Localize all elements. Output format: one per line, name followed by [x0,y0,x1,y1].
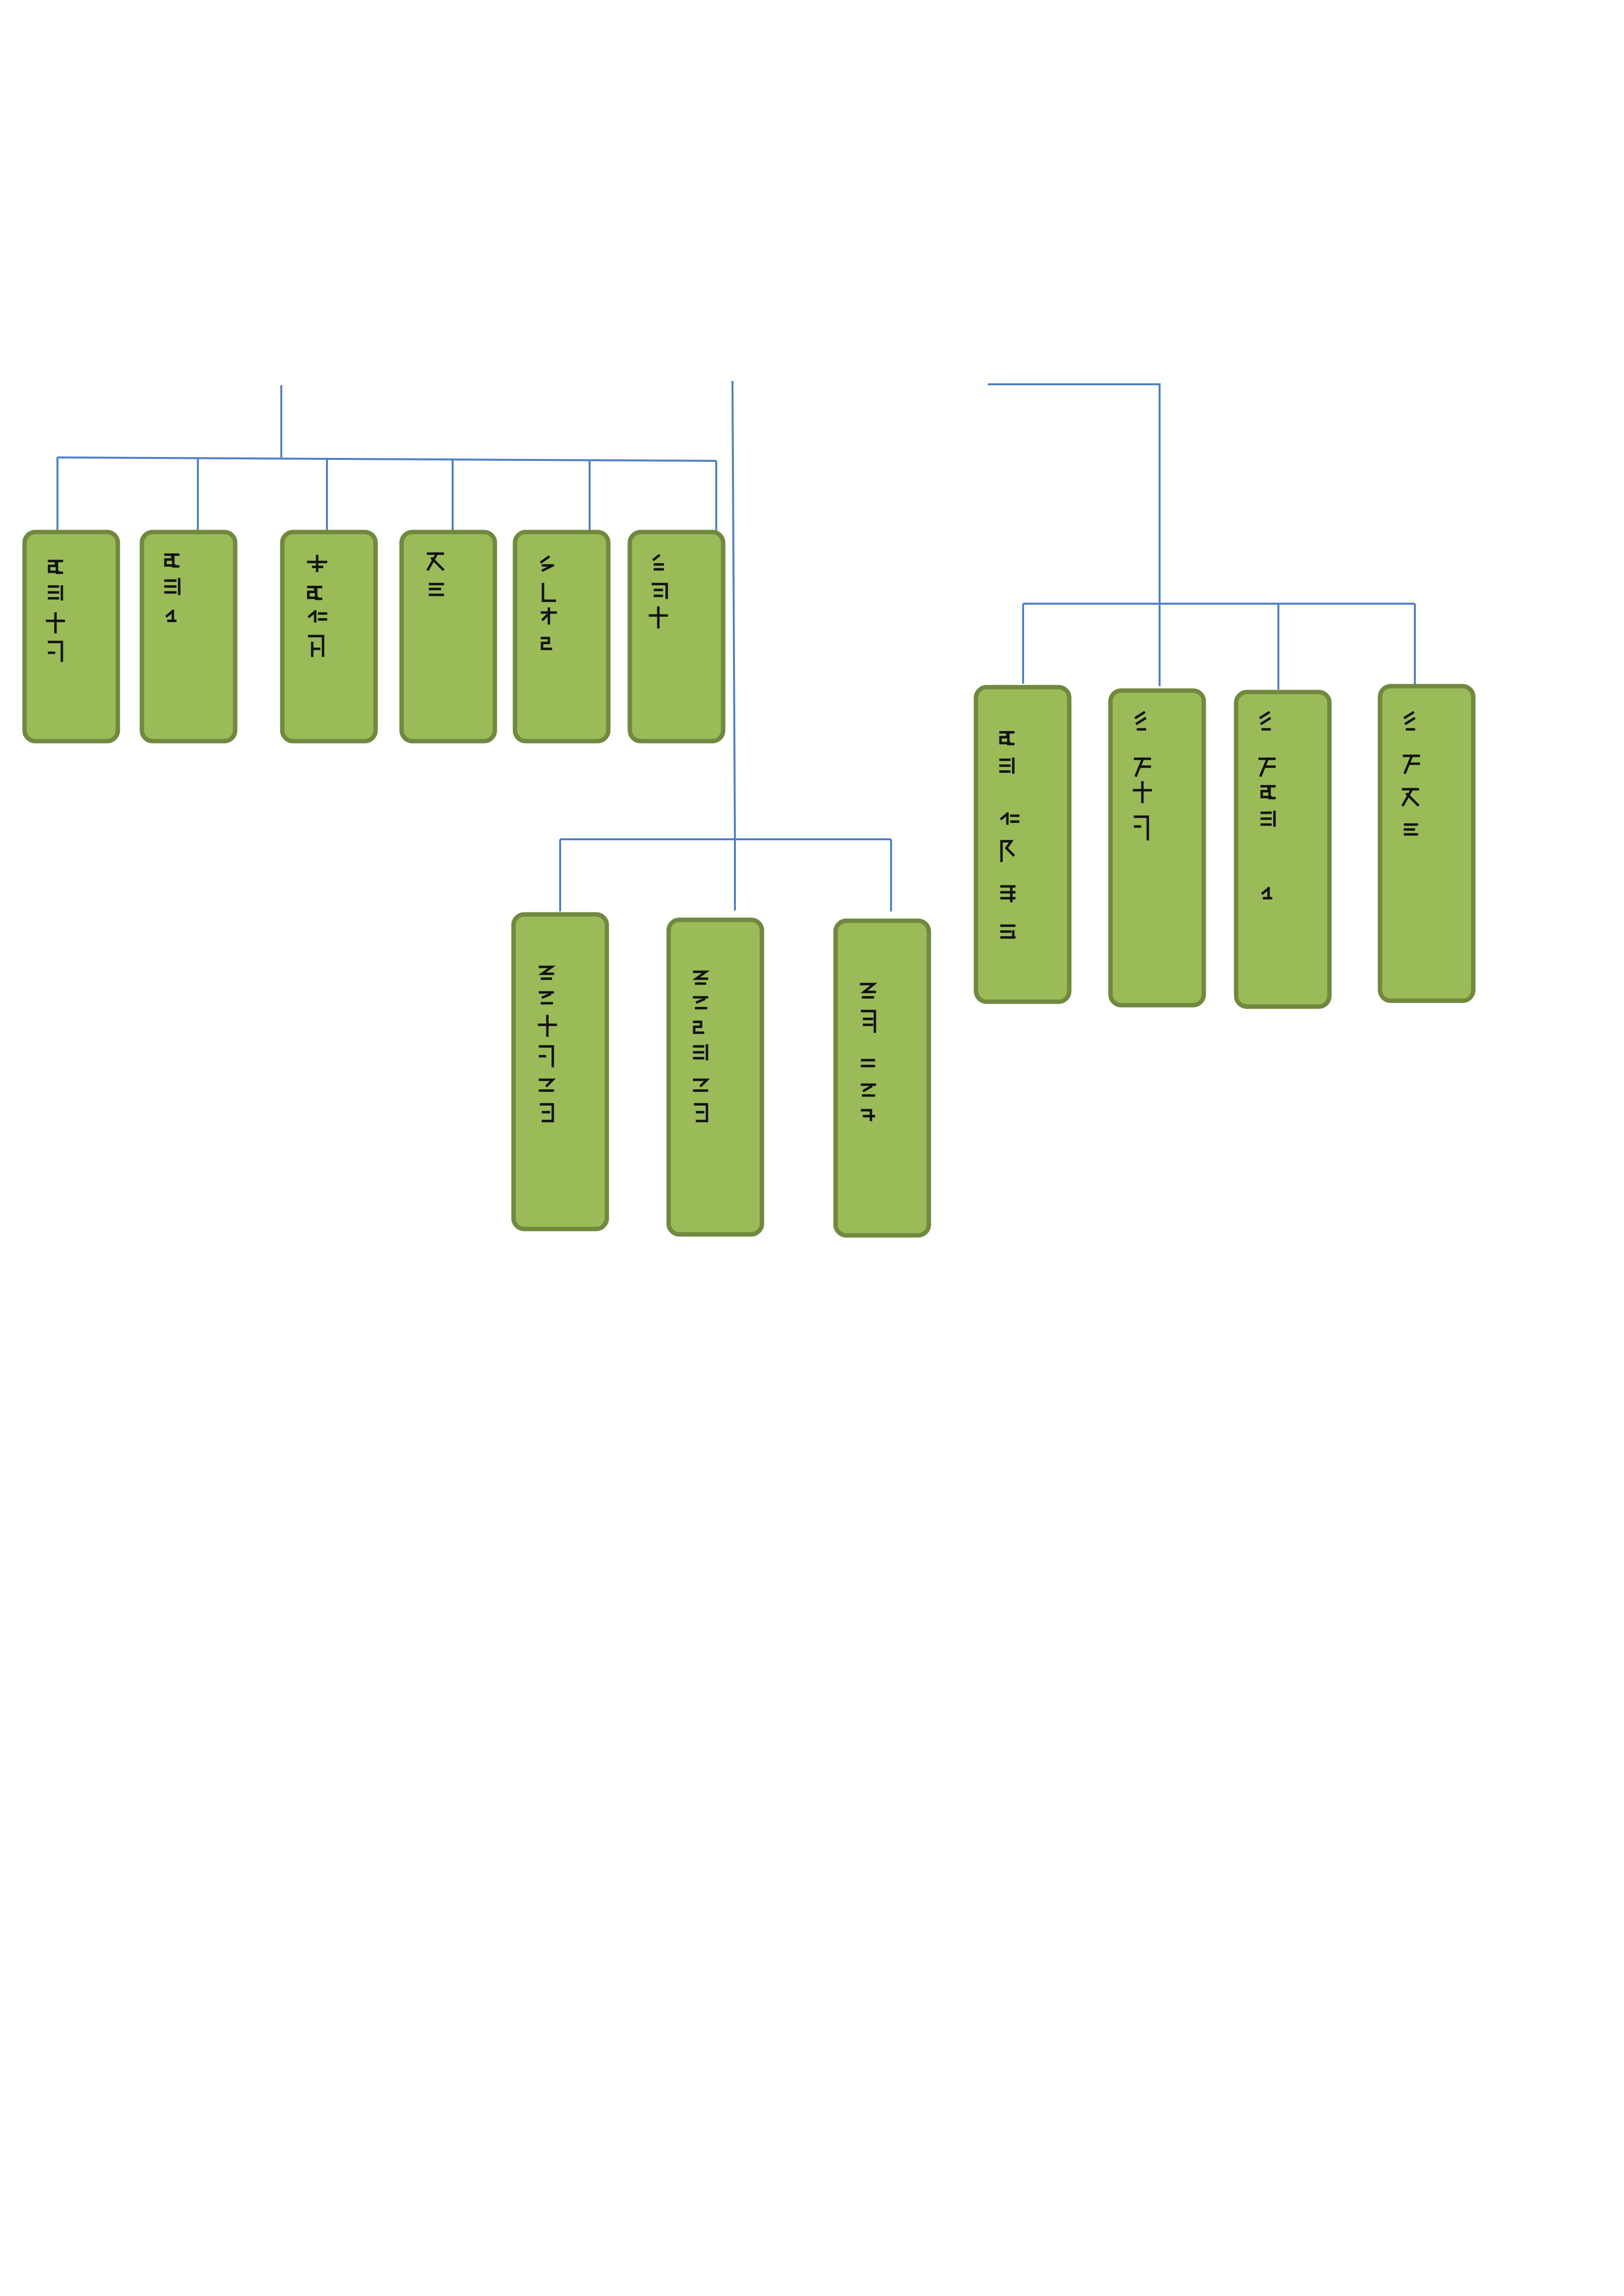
org-node-b1 [511,912,609,1231]
node-group-b [511,912,931,1238]
org-node-a4 [399,530,497,744]
org-node-c3 [1234,690,1332,1009]
org-node-c4 [1378,684,1476,1003]
org-node-c1 [974,685,1072,1004]
org-node-a2 [139,530,238,744]
node-label-glyphs [1133,711,1152,841]
node-label-glyphs [538,965,557,1122]
connector-a-bus [57,456,717,462]
node-label-glyphs [307,555,327,657]
node-label-glyphs [46,560,65,662]
node-label-glyphs [426,552,445,596]
node-group-c [974,684,1476,1009]
node-label-glyphs [1258,711,1276,900]
connector-c-stem [988,383,1161,686]
node-label-glyphs [540,555,557,650]
node-label-glyphs [999,731,1020,939]
org-node-a3 [280,530,378,744]
node-label-glyphs [860,983,878,1121]
connector-lines [56,380,1416,911]
node-label-glyphs [1401,711,1420,836]
org-node-b2 [666,917,764,1237]
org-node-a5 [513,530,611,744]
node-label-glyphs [164,553,181,622]
org-node-b3 [833,918,931,1238]
org-node-a1 [22,530,120,744]
node-label-glyphs [692,970,710,1122]
org-node-a6 [627,530,726,744]
connector-b-stem [731,380,736,910]
org-node-c2 [1108,688,1206,1008]
node-group-a [22,530,726,744]
node-label-glyphs [649,554,668,629]
